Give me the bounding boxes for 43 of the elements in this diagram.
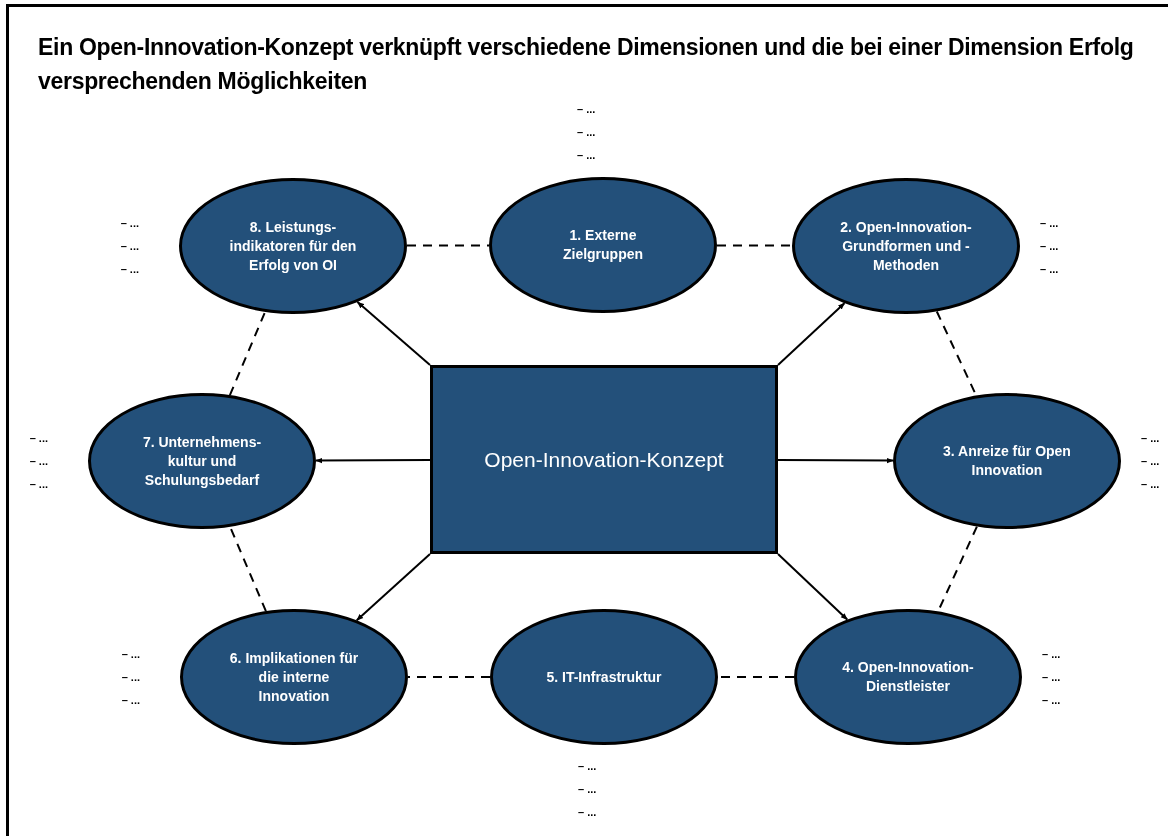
- dimension-ellipse: 5. IT-Infrastruktur: [490, 609, 718, 745]
- arrow: [777, 302, 846, 366]
- placeholder-item: – ...: [1141, 453, 1160, 469]
- placeholder-item: – ...: [578, 782, 597, 797]
- placeholder-item: – ...: [577, 102, 596, 117]
- dimension-ellipse: 6. Implikationen für die interne Innovation: [180, 609, 408, 745]
- dashed-connector: [406, 244, 490, 247]
- placeholder-item: – ...: [577, 148, 596, 163]
- placeholder-item: – ...: [120, 261, 139, 277]
- placeholder-item: – ...: [29, 430, 48, 446]
- placeholder-item: – ...: [1040, 261, 1059, 277]
- concept-box: Open-Innovation-Konzept: [430, 365, 778, 554]
- placeholder-item: – ...: [1040, 215, 1059, 231]
- dimension-ellipse: 4. Open-Innovation-Dienstleister: [794, 609, 1022, 745]
- placeholder-item: – ...: [578, 805, 597, 820]
- dimension-ellipse: 8. Leistungs-indikatoren für den Erfolg von OI: [179, 178, 407, 314]
- placeholder-item: – ...: [1042, 692, 1061, 708]
- placeholder-item: – ...: [1040, 238, 1059, 254]
- title: Ein Open-Innovation-Konzept verknüpft verschiedene Dimensionen und die bei einer Dimension Erfolg versprechenden Möglichkeiten: [38, 33, 1135, 96]
- arrow: [315, 457, 431, 464]
- dimension-ellipse: 2. Open-Innovation-Grundformen und -Methoden: [792, 178, 1020, 314]
- arrow: [355, 553, 431, 622]
- dimension-ellipse: 1. Externe Zielgruppen: [489, 177, 717, 313]
- arrow: [777, 553, 849, 621]
- placeholder-item: – ...: [29, 453, 48, 469]
- arrow: [356, 301, 431, 366]
- placeholder-item: – ...: [1141, 430, 1160, 446]
- dimension-ellipse: 7. Unternehmens-kultur und Schulungsbedarf: [88, 393, 316, 529]
- placeholder-item: – ...: [578, 759, 597, 774]
- dimension-ellipse: 3. Anreize für Open Innovation: [893, 393, 1121, 529]
- placeholder-item: – ...: [120, 215, 139, 231]
- dashed-connector: [716, 244, 793, 247]
- placeholder-item: – ...: [121, 669, 140, 685]
- dashed-connector: [407, 676, 491, 678]
- placeholder-item: – ...: [29, 476, 48, 492]
- placeholder-item: – ...: [120, 238, 139, 254]
- placeholder-item: – ...: [1042, 669, 1061, 685]
- placeholder-item: – ...: [1042, 646, 1061, 662]
- placeholder-item: – ...: [1141, 476, 1160, 492]
- placeholder-item: – ...: [121, 646, 140, 662]
- arrow: [777, 457, 894, 464]
- placeholder-item: – ...: [121, 692, 140, 708]
- placeholder-item: – ...: [577, 125, 596, 140]
